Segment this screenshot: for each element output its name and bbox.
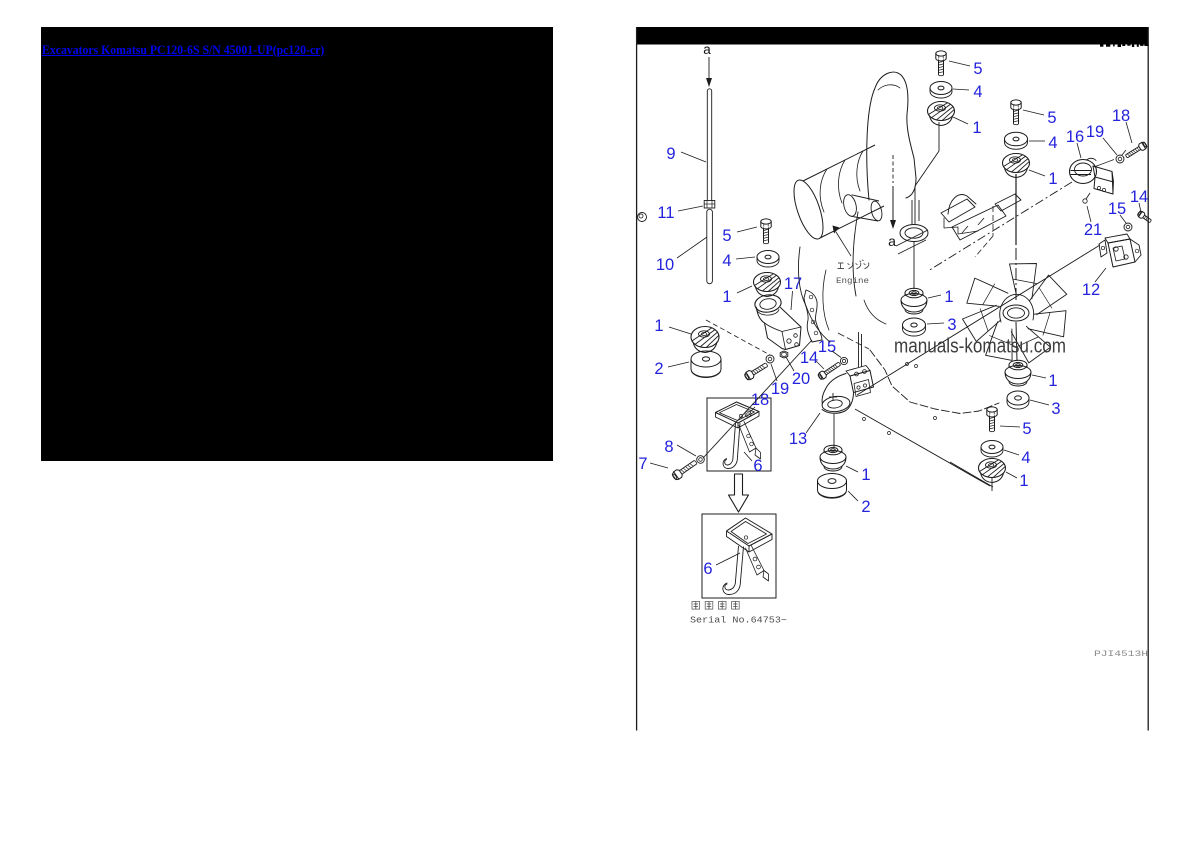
svg-text:6: 6 <box>703 560 712 578</box>
svg-text:4: 4 <box>973 83 982 101</box>
svg-text:1: 1 <box>654 317 663 335</box>
svg-text:PJI4513H: PJI4513H <box>1094 649 1148 659</box>
svg-text:4: 4 <box>1048 134 1057 152</box>
svg-text:4: 4 <box>1021 449 1030 467</box>
svg-text:11: 11 <box>657 204 674 222</box>
svg-text:5: 5 <box>973 60 982 78</box>
svg-text:10: 10 <box>656 256 674 274</box>
svg-text:19: 19 <box>771 380 789 398</box>
svg-text:13: 13 <box>789 430 807 448</box>
svg-text:19: 19 <box>1086 123 1104 141</box>
svg-text:5: 5 <box>722 227 731 245</box>
svg-text:5: 5 <box>1047 109 1056 127</box>
svg-text:21: 21 <box>1084 221 1102 239</box>
svg-text:Serial No.64753~: Serial No.64753~ <box>690 616 787 626</box>
svg-text:a: a <box>703 42 711 57</box>
svg-text:12: 12 <box>1082 281 1100 299</box>
svg-text:15: 15 <box>1108 200 1126 218</box>
svg-text:18: 18 <box>1112 107 1130 125</box>
svg-text:6: 6 <box>753 457 762 475</box>
svg-text:Engine: Engine <box>836 276 869 286</box>
svg-text:16: 16 <box>1066 128 1084 146</box>
svg-text:2: 2 <box>861 498 870 516</box>
svg-text:14: 14 <box>1130 188 1148 206</box>
svg-text:9: 9 <box>666 145 675 163</box>
svg-text:1: 1 <box>722 288 731 306</box>
svg-text:20: 20 <box>792 370 810 388</box>
svg-text:8: 8 <box>664 438 673 456</box>
svg-text:17: 17 <box>784 275 802 293</box>
svg-text:3: 3 <box>947 316 956 334</box>
svg-text:3: 3 <box>1051 400 1060 418</box>
svg-text:2: 2 <box>654 360 663 378</box>
svg-text:a: a <box>888 233 896 249</box>
svg-text:1: 1 <box>1019 472 1028 490</box>
svg-text:7: 7 <box>638 455 647 473</box>
svg-text:5: 5 <box>1022 420 1031 438</box>
svg-text:14: 14 <box>800 349 818 367</box>
svg-text:15: 15 <box>818 338 836 356</box>
svg-text:1: 1 <box>944 288 953 306</box>
svg-text:1: 1 <box>1048 170 1057 188</box>
svg-text:1: 1 <box>1048 372 1057 390</box>
svg-text:4: 4 <box>722 252 731 270</box>
svg-text:1: 1 <box>861 466 870 484</box>
svg-text:18: 18 <box>751 391 769 409</box>
svg-text:1: 1 <box>972 119 981 137</box>
svg-text:manuals-komatsu.com: manuals-komatsu.com <box>894 336 1066 358</box>
